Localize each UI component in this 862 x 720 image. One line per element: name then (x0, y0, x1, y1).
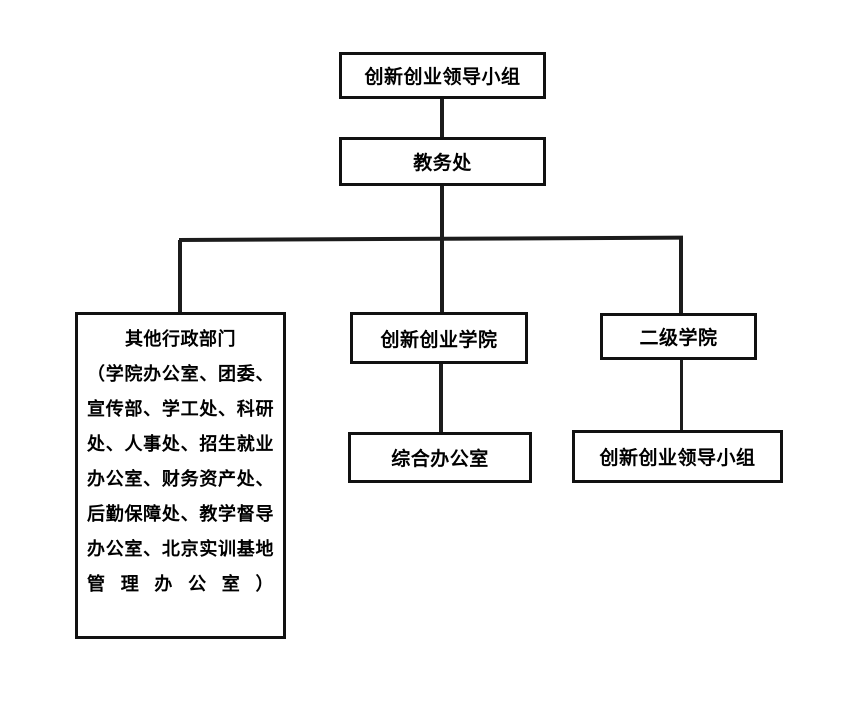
node-other-administrative-departments: 其他行政部门 （学院办公室、团委、宣传部、学工处、科研处、人事处、招生就业办公室、… (75, 312, 286, 639)
node-innovation-entrepreneurship-college-label: 创新创业学院 (380, 328, 498, 351)
node-other-admin-heading: 其他行政部门 (125, 329, 236, 350)
node-academic-affairs-office-label: 教务处 (413, 152, 472, 174)
connector-bus-to-other-admin (178, 240, 182, 314)
node-general-office: 综合办公室 (348, 432, 532, 483)
node-other-administrative-departments-label: 其他行政部门 （学院办公室、团委、宣传部、学工处、科研处、人事处、招生就业办公室、… (87, 322, 274, 602)
connector-bus-to-secondary-college (679, 237, 683, 315)
node-leadership-group-bottom: 创新创业领导小组 (572, 430, 783, 483)
connector-academic-affairs-stem (440, 184, 444, 314)
node-leadership-group-top: 创新创业领导小组 (339, 52, 546, 99)
node-leadership-group-top-label: 创新创业领导小组 (364, 66, 521, 88)
connector-innovation-college-to-general-office (439, 362, 443, 434)
connector-secondary-college-to-leadership-group (680, 358, 683, 432)
connector-leadership-to-academic-affairs (440, 97, 444, 139)
node-innovation-entrepreneurship-college: 创新创业学院 (350, 312, 528, 364)
node-leadership-group-bottom-label: 创新创业领导小组 (599, 447, 756, 469)
connector-horizontal-bus (178, 235, 684, 242)
node-general-office-label: 综合办公室 (391, 448, 489, 470)
node-other-admin-detail: （学院办公室、团委、宣传部、学工处、科研处、人事处、招生就业办公室、财务资产处、… (87, 364, 274, 595)
node-secondary-college: 二级学院 (600, 313, 757, 360)
node-secondary-college-label: 二级学院 (639, 327, 718, 349)
node-academic-affairs-office: 教务处 (339, 137, 546, 186)
